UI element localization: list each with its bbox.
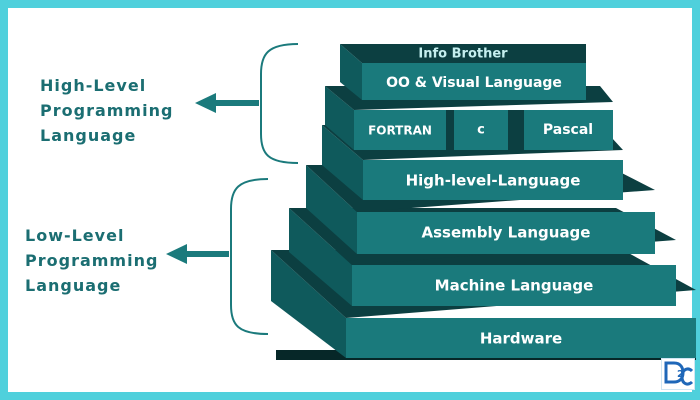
c-label: c bbox=[477, 123, 485, 138]
assembly-language-label: Assembly Language bbox=[422, 224, 591, 242]
low-level-label: Low-Level Programming Language bbox=[25, 226, 159, 295]
svg-text:2: 2 bbox=[677, 369, 684, 380]
machine-language-label: Machine Language bbox=[435, 277, 594, 295]
fortran-block: FORTRAN bbox=[354, 110, 446, 150]
d2c-logo-mark: 2 bbox=[664, 361, 694, 386]
hardware-label: Hardware bbox=[480, 330, 562, 348]
low-level-arrow bbox=[166, 244, 229, 264]
high-level-language-label: High-level-Language bbox=[406, 172, 581, 190]
high-level-label: High-Level Programming Language bbox=[40, 76, 174, 145]
d2c-logo: 2 bbox=[661, 358, 695, 390]
pascal-label: Pascal bbox=[543, 122, 593, 138]
high-level-arrow bbox=[195, 93, 259, 113]
fortran-label: FORTRAN bbox=[368, 124, 432, 138]
pascal-block: Pascal bbox=[524, 110, 613, 150]
low-level-bracket bbox=[230, 178, 269, 335]
c-block: c bbox=[454, 110, 508, 150]
high-level-bracket bbox=[260, 43, 299, 164]
oo-visual-label: OO & Visual Language bbox=[386, 75, 562, 91]
brand-label: Info Brother bbox=[418, 47, 508, 62]
oo-visual-tier: Info Brother OO & Visual Language bbox=[340, 44, 586, 100]
